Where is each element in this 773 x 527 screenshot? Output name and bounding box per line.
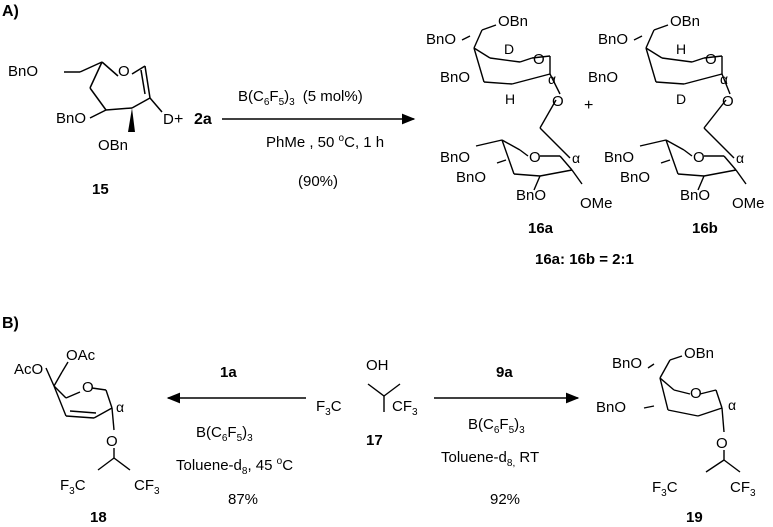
oac-label: OAc [66,347,96,364]
compound-15 [64,61,163,119]
bno-label: BnO [598,31,628,48]
obn-label: OBn [670,13,700,30]
deuterium-label: D [504,41,514,57]
product-16b-structure [633,24,747,191]
panel-a-label: A) [2,3,19,20]
ring-oxygen: O [529,149,541,166]
ratio-label: 16a: 16b = 2:1 [535,251,634,268]
plus-sign: + [584,97,593,114]
hydrogen-label: H [676,41,686,57]
alpha-label: α [548,71,556,87]
compound-number-15: 15 [92,181,109,198]
bno-label: BnO [456,169,486,186]
conditions-label: Toluene-d8, 45 oC [176,456,293,477]
glycosidic-oxygen: O [106,433,118,450]
product-16a-structure [461,24,583,191]
bno-label: BnO [426,31,456,48]
catalyst-label: B(C6F5)3(5 mol%) [238,88,363,108]
compound-number-16a: 16a [528,220,554,237]
alpha-label: α [116,399,124,415]
f3c-label: F3C [60,477,86,497]
bno-label: BnO [588,69,618,86]
conditions-label: PhMe , 50 oC, 1 h [266,133,384,151]
bno-label: BnO [604,149,634,166]
bno-label: BnO [8,63,38,80]
ring-oxygen: O [693,149,705,166]
glycosidic-oxygen: O [722,93,734,110]
yield-label: 92% [490,491,520,508]
obn-label: OBn [498,13,528,30]
glycosidic-oxygen: O [716,435,728,452]
conditions-label: Toluene-d8, RT [441,449,539,469]
obn-label: OBn [98,137,128,154]
reagent-1a: 1a [220,364,237,381]
compound-number-18: 18 [90,509,107,526]
bno-label: BnO [612,355,642,372]
cf3-label: CF3 [730,479,756,499]
yield-label: (90%) [298,173,338,190]
compound-17-bonds [367,383,401,412]
bno-label: BnO [596,399,626,416]
compound-number-16b: 16b [692,220,718,237]
f3c-label: F3C [316,398,342,418]
wedge-bond [128,108,135,132]
product-19-structure [643,355,741,473]
catalyst-label: B(C6F5)3 [196,424,253,444]
reagent-9a: 9a [496,364,513,381]
cf3-label: CF3 [134,477,160,497]
hydrogen-label: H [505,91,515,107]
alpha-label: α [720,71,728,87]
plus-sign: + [174,111,183,128]
bno-label: BnO [440,149,470,166]
ome-label: OMe [580,195,613,212]
ring-oxygen: O [705,51,717,68]
ring-oxygen: O [118,63,130,80]
compound-number-19: 19 [686,509,703,526]
product-18-structure [45,361,131,471]
panel-b-label: B) [2,315,19,332]
bno-label: BnO [56,110,86,127]
bno-label: BnO [620,169,650,186]
bno-label: BnO [680,187,710,204]
yield-label: 87% [228,491,258,508]
alpha-label: α [728,397,736,413]
ring-oxygen: O [690,385,702,402]
ome-label: OMe [732,195,765,212]
ring-oxygen: O [533,51,545,68]
hydroxyl-label: OH [366,357,389,374]
compound-number-17: 17 [366,432,383,449]
reagent-2a: 2a [194,111,212,128]
bno-label: BnO [516,187,546,204]
deuterium-label: D [163,111,174,128]
catalyst-label: B(C6F5)3 [468,416,525,436]
alpha-label: α [736,150,744,166]
alpha-label: α [572,150,580,166]
cf3-label: CF3 [392,398,418,418]
glycosidic-oxygen: O [552,93,564,110]
obn-label: OBn [684,345,714,362]
f3c-label: F3C [652,479,678,499]
bno-label: BnO [440,69,470,86]
aco-label: AcO [14,361,43,378]
deuterium-label: D [676,91,686,107]
ring-oxygen: O [82,379,94,396]
